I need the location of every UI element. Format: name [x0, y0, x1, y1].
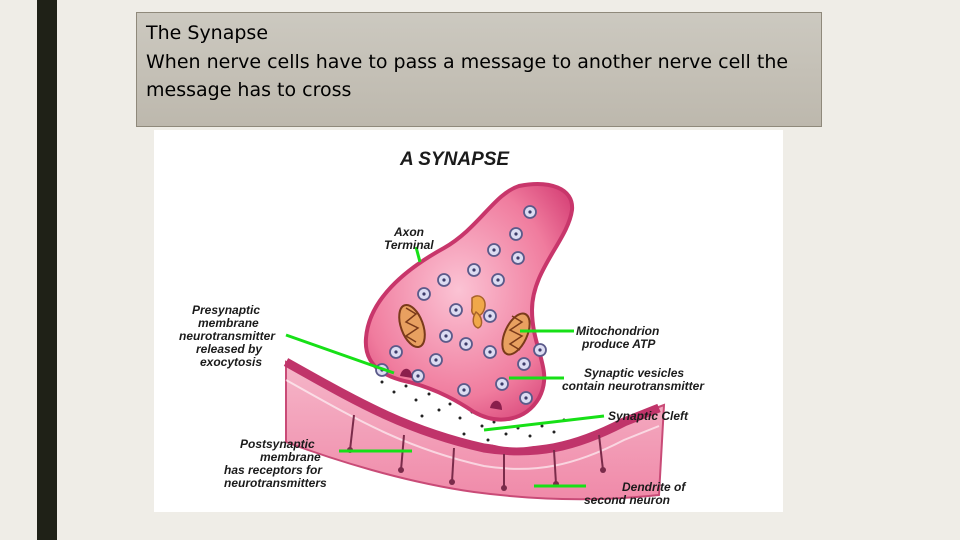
synaptic-cleft — [366, 370, 574, 448]
label-dendrite: Dendrite of second neuron — [584, 480, 686, 507]
svg-text:Synaptic Cleft: Synaptic Cleft — [608, 409, 689, 423]
label-postsynaptic: Postsynaptic membrane has receptors for … — [224, 437, 327, 490]
synapse-figure: A SYNAPSE — [154, 130, 783, 512]
slide-body-text: When nerve cells have to pass a message … — [146, 51, 789, 101]
label-presynaptic: Presynaptic membrane neurotransmitter re… — [179, 303, 276, 369]
diagram-title: A SYNAPSE — [399, 149, 510, 170]
svg-text:neurotransmitters: neurotransmitters — [224, 476, 327, 490]
svg-text:Postsynaptic: Postsynaptic — [240, 437, 315, 451]
svg-text:membrane: membrane — [260, 450, 321, 464]
svg-text:has receptors for: has receptors for — [224, 463, 323, 477]
svg-text:produce ATP: produce ATP — [581, 337, 656, 351]
synapse-diagram: A SYNAPSE — [179, 149, 705, 507]
text-box: The Synapse When nerve cells have to pas… — [136, 12, 822, 127]
axon-terminal-shape — [363, 182, 575, 422]
svg-text:membrane: membrane — [198, 316, 259, 330]
leader-lines — [285, 246, 605, 488]
svg-text:Synaptic vesicles: Synaptic vesicles — [584, 366, 684, 380]
svg-text:Mitochondrion: Mitochondrion — [576, 324, 659, 338]
svg-text:Presynaptic: Presynaptic — [192, 303, 260, 317]
svg-text:Dendrite of: Dendrite of — [622, 480, 686, 494]
slide-title: The Synapse — [146, 22, 269, 44]
svg-text:contain neurotransmitter: contain neurotransmitter — [562, 379, 705, 393]
mitochondrion-left — [398, 303, 426, 349]
label-synaptic-cleft: Synaptic Cleft — [608, 409, 689, 423]
svg-text:exocytosis: exocytosis — [200, 355, 262, 369]
left-accent-bar — [37, 0, 57, 540]
svg-text:neurotransmitter: neurotransmitter — [179, 329, 276, 343]
svg-text:released by: released by — [196, 342, 263, 356]
mitochondrion-right — [501, 312, 531, 356]
synaptic-vesicles — [375, 205, 547, 405]
label-mitochondrion: Mitochondrion produce ATP — [576, 324, 659, 351]
svg-text:second neuron: second neuron — [584, 493, 670, 507]
label-axon-terminal: Axon Terminal — [384, 225, 434, 252]
svg-text:Terminal: Terminal — [384, 238, 434, 252]
label-synaptic-vesicles: Synaptic vesicles contain neurotransmitt… — [562, 366, 705, 393]
golgi-fragment — [471, 295, 486, 329]
exocytosis-pockets — [400, 368, 502, 410]
svg-text:Axon: Axon — [393, 225, 424, 239]
